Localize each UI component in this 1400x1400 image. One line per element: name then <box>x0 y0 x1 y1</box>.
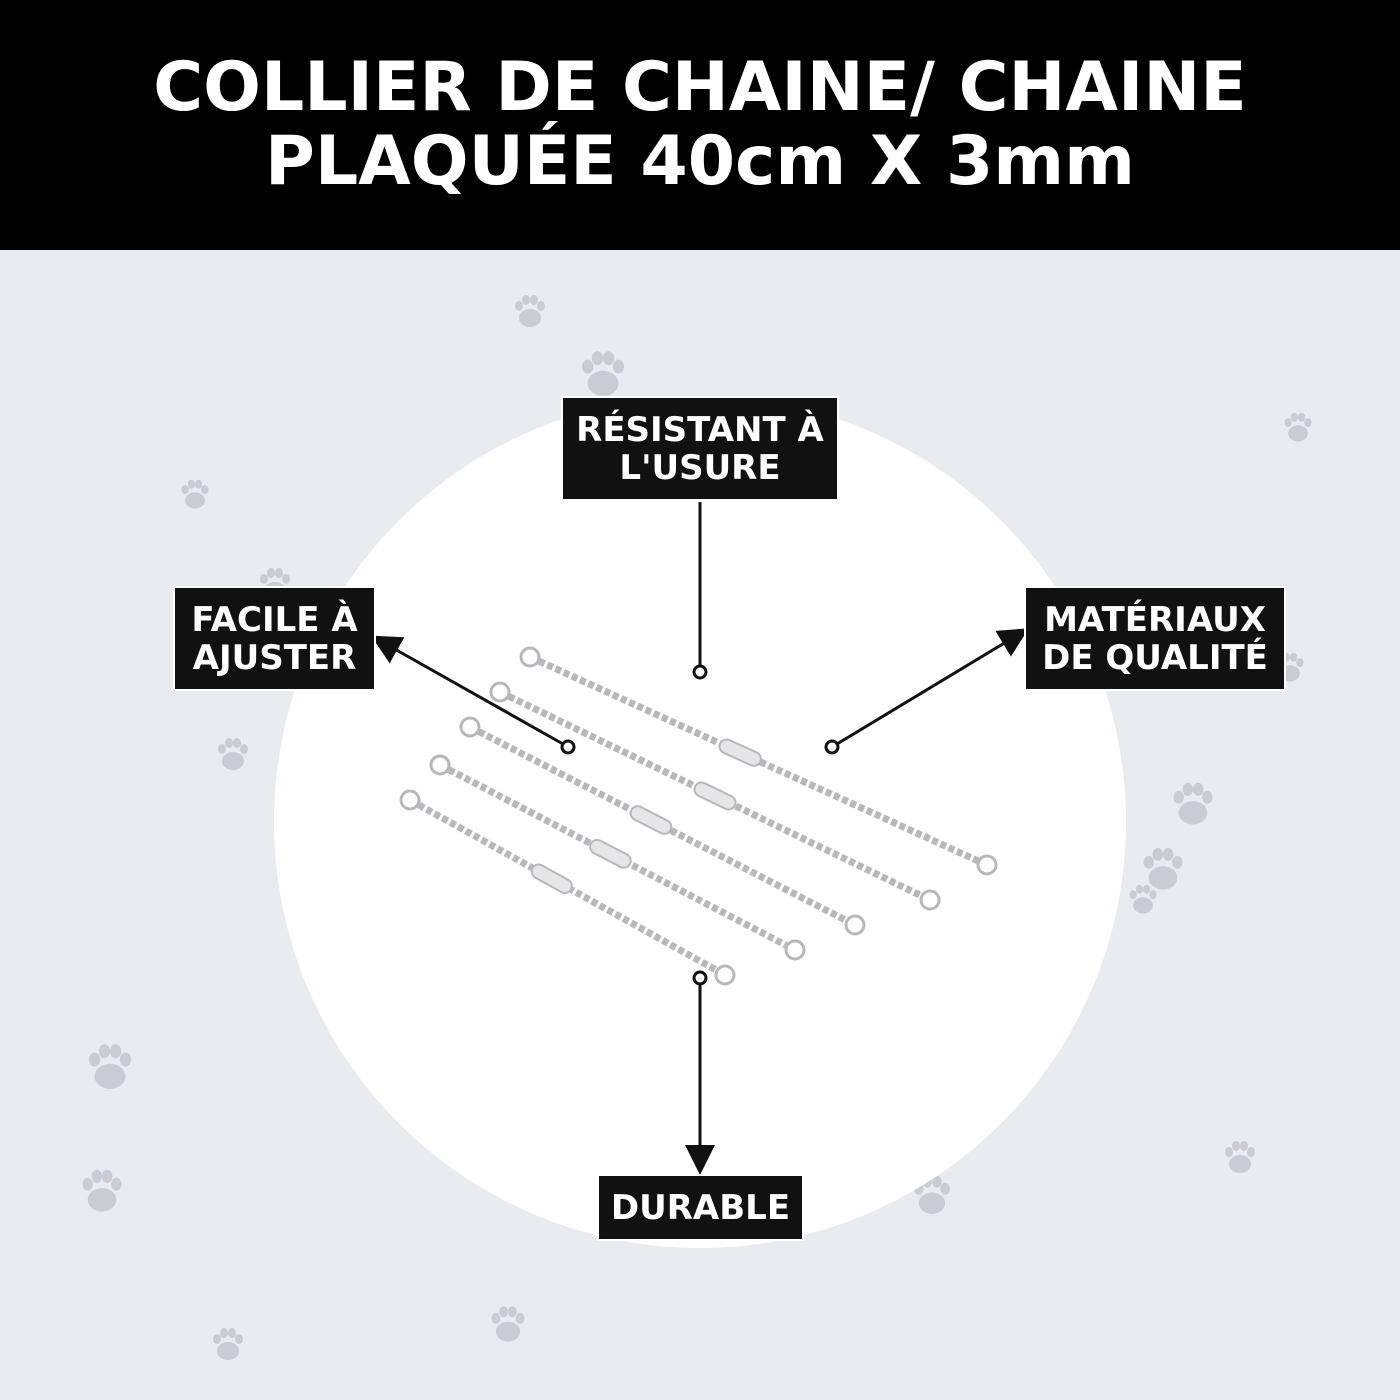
callout-text: MATÉRIAUX <box>1044 599 1266 640</box>
chain-ring <box>784 939 806 961</box>
white-circle-backdrop <box>274 396 1126 1248</box>
paw-print-icon <box>1143 847 1183 890</box>
chain-ring <box>399 789 421 811</box>
paw-print-icon <box>1173 782 1213 825</box>
title-line-1: COLLIER DE CHAINE/ CHAINE <box>153 48 1247 127</box>
title-banner: COLLIER DE CHAINE/ CHAINE PLAQUÉE 40cm X… <box>0 0 1400 250</box>
chain-ring <box>844 914 866 936</box>
callout-dot-left <box>560 739 576 755</box>
callout-text: RÉSISTANT À <box>576 409 824 450</box>
paw-print-icon <box>218 738 248 770</box>
chains <box>399 646 998 986</box>
callout-line-right <box>836 628 1029 746</box>
chain-plate <box>693 781 737 811</box>
paw-print-icon <box>82 1169 122 1212</box>
callout-text: DURABLE <box>610 1187 791 1228</box>
chain-ring <box>519 646 541 668</box>
paw-print-icon <box>181 479 209 509</box>
chain-collar <box>519 646 998 876</box>
title-line-2: PLAQUÉE 40cm X 3mm <box>265 122 1135 201</box>
callout-lines <box>370 502 1029 1175</box>
chain-ring <box>489 681 511 703</box>
chain-collar <box>489 681 941 911</box>
callout-text: DE QUALITÉ <box>1042 637 1268 678</box>
chain-collar <box>459 716 866 936</box>
paw-print-icon <box>582 351 624 396</box>
chain-ring <box>976 854 998 876</box>
callout-text: AJUSTER <box>192 637 357 678</box>
chain-collar <box>399 789 736 986</box>
callout-line-left <box>370 635 564 746</box>
paw-print-icon <box>1129 884 1157 914</box>
callout-dot-top <box>692 664 708 680</box>
paw-print-icon <box>1284 412 1312 442</box>
callout-easy-adjust: FACILE À AJUSTER <box>173 586 376 691</box>
paw-print-icon <box>89 1044 131 1089</box>
chain-plate <box>530 863 573 895</box>
callout-dot-bottom <box>692 970 708 986</box>
callout-quality-materials: MATÉRIAUX DE QUALITÉ <box>1024 586 1286 691</box>
callout-dot-right <box>824 739 840 755</box>
paw-print-icon <box>515 295 545 327</box>
paw-print-icon <box>491 1306 525 1342</box>
chain-plate <box>718 738 762 767</box>
callout-durable: DURABLE <box>597 1174 804 1241</box>
chain-ring <box>429 754 451 776</box>
callout-wear-resistant: RÉSISTANT À L'USURE <box>561 396 839 501</box>
callout-text: L'USURE <box>619 447 781 488</box>
chain-plate <box>629 805 673 835</box>
chain-plate <box>589 838 632 869</box>
chain-ring <box>714 964 736 986</box>
paw-print-icon <box>1225 1141 1255 1173</box>
chain-collar <box>429 754 806 961</box>
chain-ring <box>919 889 941 911</box>
callout-text: FACILE À <box>191 599 358 640</box>
chain-ring <box>459 716 481 738</box>
paw-print-icon <box>213 1328 243 1360</box>
